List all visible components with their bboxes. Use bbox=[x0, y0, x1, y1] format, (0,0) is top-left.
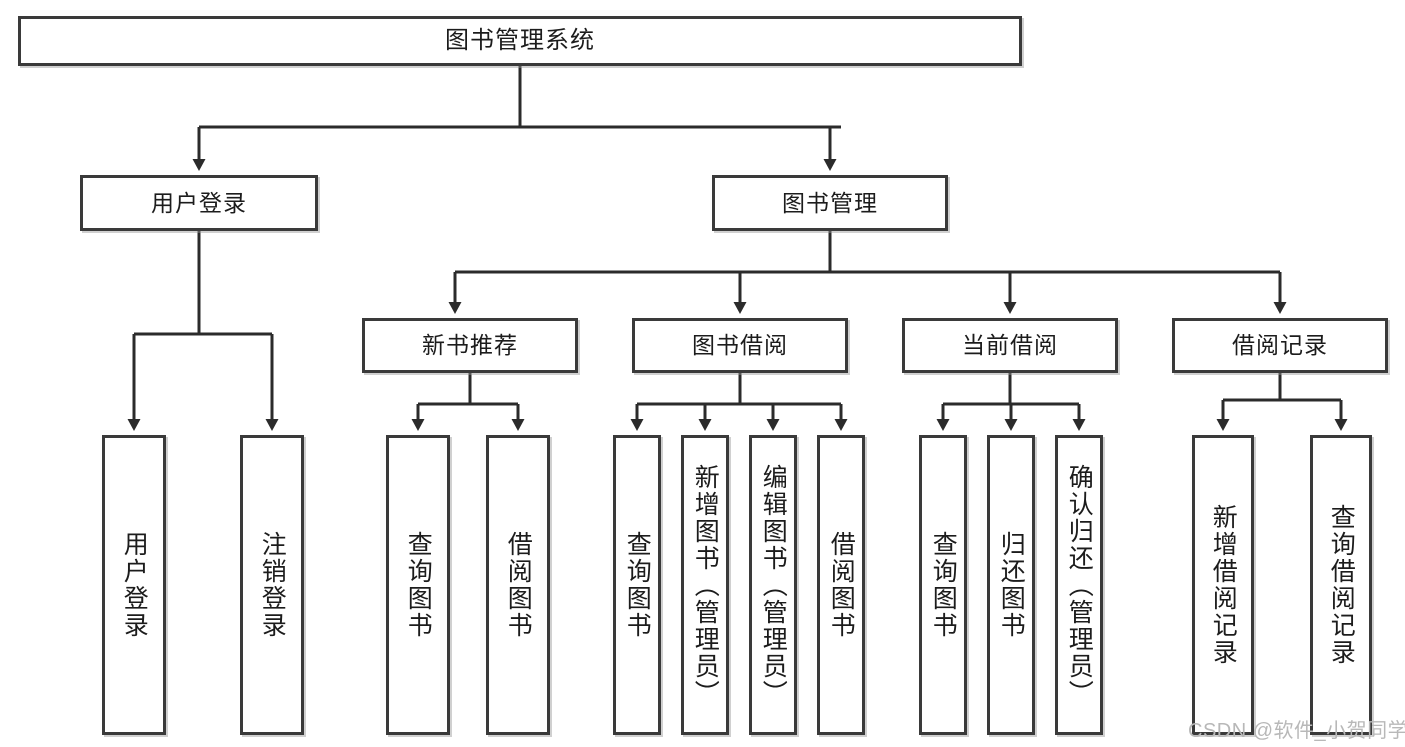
node-borrow-record[interactable]: 借阅记录 bbox=[1172, 318, 1388, 373]
node-label-leaf-add-book: 新增图书（管理员） bbox=[691, 463, 720, 707]
node-leaf-edit-book[interactable]: 编辑图书（管理员） bbox=[749, 435, 797, 735]
node-label-book-manage: 图书管理 bbox=[782, 189, 878, 216]
node-leaf-logout-login[interactable]: 注销登录 bbox=[240, 435, 304, 735]
node-label-leaf-edit-book: 编辑图书（管理员） bbox=[759, 463, 788, 707]
node-label-current-borrow: 当前借阅 bbox=[962, 332, 1058, 359]
node-label-leaf-query-book-2: 查询图书 bbox=[623, 531, 652, 639]
node-label-book-borrow: 图书借阅 bbox=[692, 332, 788, 359]
node-leaf-add-book[interactable]: 新增图书（管理员） bbox=[681, 435, 729, 735]
node-label-leaf-return-book: 归还图书 bbox=[997, 531, 1026, 639]
connector-group-current-borrow bbox=[936, 373, 1086, 431]
node-leaf-user-login[interactable]: 用户登录 bbox=[102, 435, 166, 735]
node-label-leaf-borrow-book-1: 借阅图书 bbox=[504, 531, 533, 639]
node-leaf-query-record[interactable]: 查询借阅记录 bbox=[1310, 435, 1372, 735]
node-label-leaf-user-login: 用户登录 bbox=[120, 531, 149, 639]
node-label-leaf-query-book-1: 查询图书 bbox=[404, 531, 433, 639]
connector-group-root bbox=[192, 66, 841, 171]
node-book-manage[interactable]: 图书管理 bbox=[712, 175, 948, 231]
node-current-borrow[interactable]: 当前借阅 bbox=[902, 318, 1118, 373]
node-label-new-book-recommend: 新书推荐 bbox=[422, 332, 518, 359]
node-leaf-query-book-2[interactable]: 查询图书 bbox=[613, 435, 661, 735]
node-leaf-query-book-1[interactable]: 查询图书 bbox=[386, 435, 450, 735]
node-book-borrow[interactable]: 图书借阅 bbox=[632, 318, 848, 373]
node-label-leaf-query-book-3: 查询图书 bbox=[929, 531, 958, 639]
node-label-root: 图书管理系统 bbox=[445, 27, 595, 55]
node-user-login[interactable]: 用户登录 bbox=[80, 175, 318, 231]
node-leaf-borrow-book-1[interactable]: 借阅图书 bbox=[486, 435, 550, 735]
connector-group-book-borrow bbox=[630, 373, 848, 431]
node-label-leaf-logout-login: 注销登录 bbox=[258, 531, 287, 639]
node-label-user-login: 用户登录 bbox=[151, 189, 247, 216]
connector-group-new-book-recommend bbox=[411, 373, 525, 431]
node-new-book-recommend[interactable]: 新书推荐 bbox=[362, 318, 578, 373]
node-leaf-query-book-3[interactable]: 查询图书 bbox=[919, 435, 967, 735]
node-leaf-add-record[interactable]: 新增借阅记录 bbox=[1192, 435, 1254, 735]
node-root-system[interactable]: 图书管理系统 bbox=[18, 16, 1022, 66]
node-label-leaf-borrow-book-2: 借阅图书 bbox=[827, 531, 856, 639]
connector-group-borrow-record bbox=[1216, 373, 1348, 431]
connector-group-user-login bbox=[127, 231, 279, 431]
node-label-borrow-record: 借阅记录 bbox=[1232, 332, 1328, 359]
node-label-leaf-confirm-return: 确认归还（管理员） bbox=[1065, 463, 1094, 707]
connector-group-book-manage bbox=[448, 231, 1287, 314]
node-leaf-return-book[interactable]: 归还图书 bbox=[987, 435, 1035, 735]
node-leaf-borrow-book-2[interactable]: 借阅图书 bbox=[817, 435, 865, 735]
node-leaf-confirm-return[interactable]: 确认归还（管理员） bbox=[1055, 435, 1103, 735]
watermark-text: CSDN @软件_小贺同学 bbox=[1188, 720, 1405, 742]
node-label-leaf-add-record: 新增借阅记录 bbox=[1209, 504, 1238, 666]
node-label-leaf-query-record: 查询借阅记录 bbox=[1327, 504, 1356, 666]
